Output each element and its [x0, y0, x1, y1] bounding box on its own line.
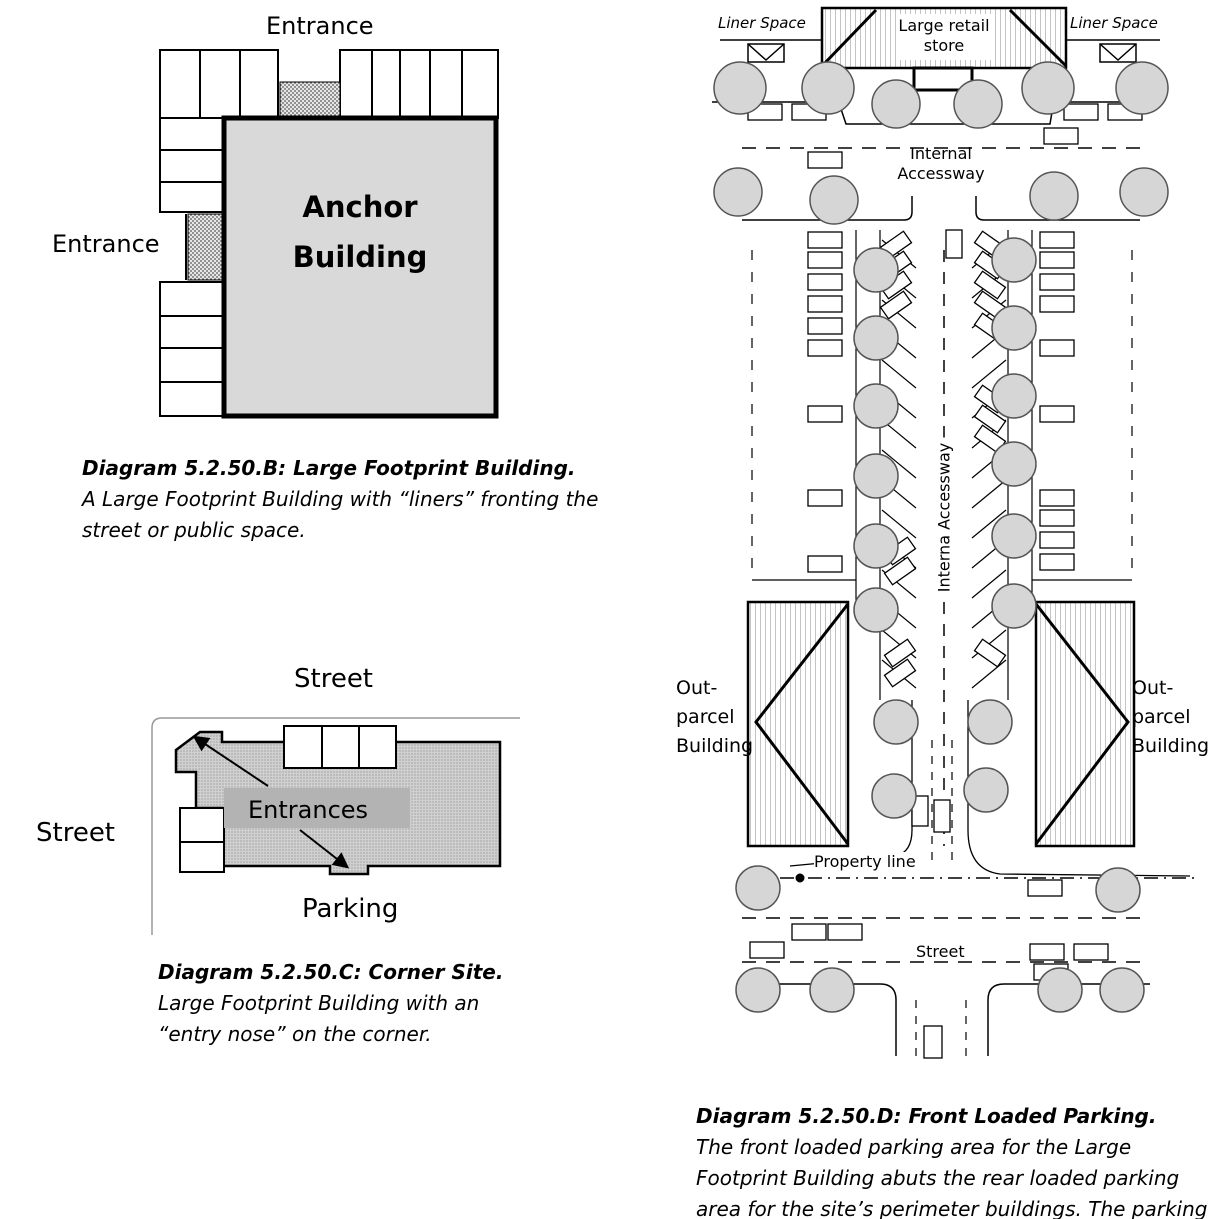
large-retail-store-label: Large retail store [894, 16, 994, 56]
anchor-label-line1: Anchor [302, 190, 418, 224]
outparcel-left-line3: Building [676, 735, 754, 757]
entrances-label: Entrances [248, 796, 369, 824]
large-retail-line1: Large retail [898, 16, 990, 35]
caption-d-text: The front loaded parking area for the La… [696, 1135, 1208, 1219]
internal-accessway-line2: Accessway [897, 164, 985, 183]
diagram-d-plan [712, 6, 1194, 1059]
parking-label: Parking [302, 894, 399, 924]
outparcel-left-line2: parcel [676, 706, 735, 728]
anchor-building-label: Anchor Building [226, 182, 494, 282]
internal-accessway-label: Internal Accessway [882, 144, 1000, 184]
street-left-label: Street [36, 818, 116, 848]
outparcel-left-line1: Out- [676, 677, 718, 699]
diagram-c-plan [151, 717, 520, 935]
internal-accessway-line1: Internal [910, 144, 972, 163]
diagram-b-plan [159, 49, 499, 419]
outparcel-right-line3: Building [1132, 735, 1210, 757]
liner-space-right-label: Liner Space [1070, 14, 1158, 32]
street-top-label: Street [294, 664, 374, 694]
outparcel-right-label: Out- parcel Building [1132, 674, 1209, 761]
outparcel-left-label: Out- parcel Building [676, 674, 753, 761]
anchor-label-line2: Building [292, 240, 428, 274]
large-retail-line2: store [923, 36, 965, 55]
street-d-label: Street [916, 942, 965, 961]
caption-c-text: Large Footprint Building with an “entry … [158, 991, 480, 1046]
caption-b-text: A Large Footprint Building with “liners”… [82, 487, 599, 542]
caption-d-title: Diagram 5.2.50.D: Front Loaded Parking. [696, 1104, 1157, 1128]
property-line-label: Property line [814, 852, 916, 871]
outparcel-right-line2: parcel [1132, 706, 1191, 728]
outparcel-right-line1: Out- [1132, 677, 1174, 699]
entrance-top-label: Entrance [266, 12, 374, 40]
entrance-left-label: Entrance [52, 230, 160, 258]
caption-b-title: Diagram 5.2.50.B: Large Footprint Buildi… [82, 456, 576, 480]
liner-space-left-label: Liner Space [718, 14, 806, 32]
caption-c-title: Diagram 5.2.50.C: Corner Site. [158, 960, 504, 984]
internal-accessway-vertical-label: Interna Accessway [934, 437, 954, 598]
